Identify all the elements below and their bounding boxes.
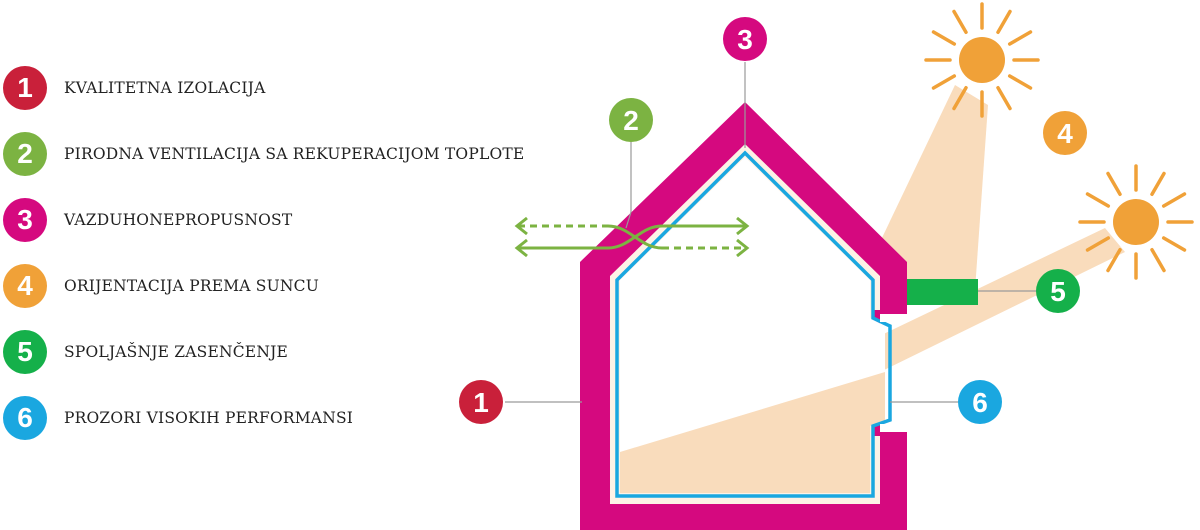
house-icon <box>580 102 907 530</box>
legend-number-circle: 3 <box>3 198 47 242</box>
legend-item-airtightness: 3 VAZDUHONEPROPUSNOST <box>3 198 563 242</box>
legend-number-circle: 1 <box>3 66 47 110</box>
badge-airtightness: 3 <box>723 17 767 61</box>
sun-ray <box>996 9 1012 35</box>
sun-ray <box>1150 247 1166 273</box>
leader-lines <box>505 62 1036 403</box>
badge-ventilation: 2 <box>609 98 653 142</box>
badge-orientation: 4 <box>1043 111 1087 155</box>
legend-label: VAZDUHONEPROPUSNOST <box>64 211 293 229</box>
legend-label: SPOLJAŠNJE ZASENČENJE <box>64 343 289 361</box>
badge-windows: 6 <box>958 380 1002 424</box>
sun-ray <box>952 85 968 111</box>
interior-sun-patch <box>620 372 885 493</box>
sun-ray <box>1161 192 1187 208</box>
svg-text:6: 6 <box>972 387 988 418</box>
legend: 1 KVALITETNA IZOLACIJA 2 PIRODNA VENTILA… <box>0 0 560 530</box>
badge-shading: 5 <box>1036 269 1080 313</box>
window-opening-lower <box>880 424 907 432</box>
sun-ray <box>931 74 957 90</box>
sun-ray <box>1085 192 1111 208</box>
svg-text:4: 4 <box>1057 118 1073 149</box>
legend-label: PROZORI VISOKIH PERFORMANSI <box>64 409 354 427</box>
legend-item-insulation: 1 KVALITETNA IZOLACIJA <box>3 66 563 110</box>
sun-ray <box>996 85 1012 111</box>
legend-number-circle: 5 <box>3 330 47 374</box>
sun-ray <box>952 9 968 35</box>
legend-item-ventilation: 2 PIRODNA VENTILACIJA SA REKUPERACIJOM T… <box>3 132 563 176</box>
legend-item-windows: 6 PROZORI VISOKIH PERFORMANSI <box>3 396 563 440</box>
badge-insulation: 1 <box>459 380 503 424</box>
svg-text:3: 3 <box>737 24 753 55</box>
sun-ray <box>1085 236 1111 252</box>
svg-text:1: 1 <box>473 387 489 418</box>
sun-ray <box>1161 236 1187 252</box>
legend-label: ORIJENTACIJA PREMA SUNCU <box>64 277 319 295</box>
sun-beam-upper <box>880 85 988 290</box>
svg-text:2: 2 <box>623 105 639 136</box>
legend-item-shading: 5 SPOLJAŠNJE ZASENČENJE <box>3 330 563 374</box>
sun-icon <box>924 2 1040 118</box>
sun-ray <box>1106 247 1122 273</box>
sun-ray <box>1007 74 1033 90</box>
legend-label: KVALITETNA IZOLACIJA <box>64 79 266 97</box>
sun-ray <box>1150 171 1166 197</box>
legend-label: PIRODNA VENTILACIJA SA REKUPERACIJOM TOP… <box>64 145 525 163</box>
sun-icon <box>1078 164 1194 280</box>
legend-item-orientation: 4 ORIJENTACIJA PREMA SUNCU <box>3 264 563 308</box>
window-opening-upper <box>880 314 907 322</box>
svg-text:5: 5 <box>1050 276 1066 307</box>
sun-ray <box>1007 30 1033 46</box>
legend-number-circle: 2 <box>3 132 47 176</box>
shading-panel-icon <box>907 279 978 305</box>
legend-number-circle: 4 <box>3 264 47 308</box>
ventilation-arrows-icon <box>514 216 750 258</box>
sun-ray <box>931 30 957 46</box>
sun-ray <box>1106 171 1122 197</box>
legend-number-circle: 6 <box>3 396 47 440</box>
